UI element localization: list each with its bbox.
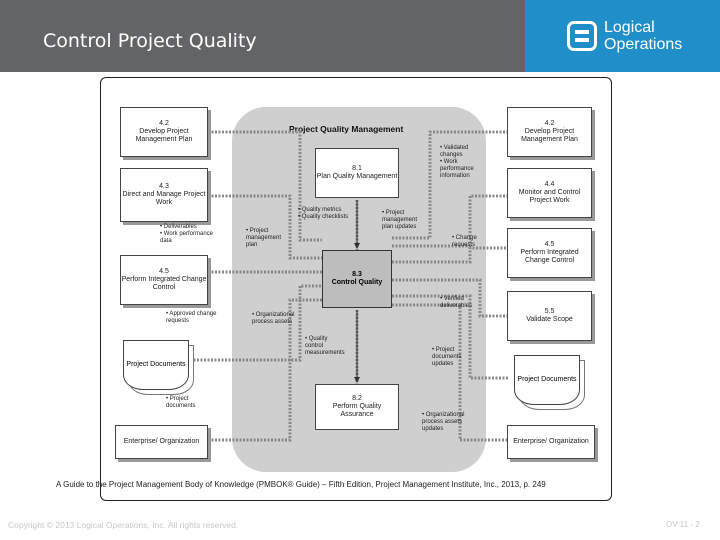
source-caption: A Guide to the Project Management Body o… xyxy=(56,480,546,489)
right-enterprise-organization: Enterprise/ Organization xyxy=(507,425,595,459)
label-deliverables: • Deliverables • Work performance data xyxy=(160,224,214,244)
right-box-develop-pm-plan: 4.2 Develop Project Management Plan xyxy=(507,107,592,157)
box-label: Perform Quality Assurance xyxy=(332,403,382,418)
box-label: Enterprise/ Organization xyxy=(123,438,200,445)
header-bar xyxy=(0,0,525,72)
plan-quality-management-box: 8.1 Plan Quality Management xyxy=(315,148,399,198)
label-verified-deliverables: • Verified deliverables xyxy=(440,296,473,309)
label-pm-plan-updates: • Project management plan updates xyxy=(382,210,418,230)
box-label: Control Quality xyxy=(331,279,383,286)
label-pm-plan: • Project management plan xyxy=(246,228,282,248)
left-box-develop-pm-plan: 4.2 Develop Project Management Plan xyxy=(120,107,208,157)
label-quality-metrics: • Quality metrics • Quality checklists xyxy=(298,207,349,220)
box-label: Develop Project Management Plan xyxy=(135,128,193,143)
logo-icon xyxy=(567,21,597,51)
copyright: Copyright © 2013 Logical Operations, Inc… xyxy=(8,520,239,530)
box-label: Develop Project Management Plan xyxy=(521,128,578,143)
label-project-documents: • Project documents xyxy=(166,396,196,409)
right-box-integrated-change-control: 4.5 Perform Integrated Change Control xyxy=(507,228,592,278)
left-enterprise-organization: Enterprise/ Organization xyxy=(115,425,208,459)
left-box-direct-manage-work: 4.3 Direct and Manage Project Work xyxy=(120,168,208,222)
logo-line2: Operations xyxy=(604,36,683,53)
box-label: Validate Scope xyxy=(526,316,573,323)
label-validated-changes: • Validated changes • Work performance i… xyxy=(440,145,474,179)
label-org-assets: • Organizational process assets xyxy=(252,312,295,325)
left-box-integrated-change-control: 4.5 Perform Integrated Change Control xyxy=(120,255,208,305)
label-org-assets-updates: • Organizational process assets updates xyxy=(422,412,465,432)
box-id: 4.4 xyxy=(544,181,555,188)
logo-line1: Logical xyxy=(604,19,655,36)
box-id: 4.2 xyxy=(159,120,169,127)
right-box-validate-scope: 5.5 Validate Scope xyxy=(507,291,592,341)
box-label: Direct and Manage Project Work xyxy=(122,191,206,206)
label-change-requests: • Change requests xyxy=(452,235,477,248)
box-id: 4.5 xyxy=(159,268,169,275)
page-number: OV 11 - 2 xyxy=(666,520,700,529)
perform-quality-assurance-box: 8.2 Perform Quality Assurance xyxy=(315,384,399,430)
right-project-documents: Project Documents xyxy=(514,355,580,405)
control-quality-box: 8.3 Control Quality xyxy=(322,250,392,308)
right-box-monitor-control-work: 4.4 Monitor and Control Project Work xyxy=(507,168,592,218)
label-qc-measurements: • Quality control measurements xyxy=(305,336,345,356)
box-label: Perform Integrated Change Control xyxy=(520,249,579,264)
slide-title: Control Project Quality xyxy=(43,30,257,52)
box-id: 8.2 xyxy=(352,395,362,402)
box-label: Monitor and Control Project Work xyxy=(518,189,581,204)
box-id: 5.5 xyxy=(544,308,555,315)
label-doc-updates: • Project documents updates xyxy=(432,347,462,367)
box-id: 8.3 xyxy=(352,270,362,278)
box-id: 8.1 xyxy=(352,165,362,172)
logo-panel xyxy=(525,0,720,72)
box-id: 4.5 xyxy=(544,241,555,248)
box-id: 4.3 xyxy=(159,183,169,190)
box-label: Plan Quality Management xyxy=(316,173,398,180)
panel-title: Project Quality Management xyxy=(289,124,404,134)
box-label: Perform Integrated Change Control xyxy=(121,276,207,291)
box-label: Enterprise/ Organization xyxy=(513,438,589,445)
logo-text: Logical Operations xyxy=(604,19,682,53)
box-id: 4.2 xyxy=(544,120,555,127)
label-approved-change: • Approved change requests xyxy=(166,311,217,324)
left-project-documents: Project Documents xyxy=(123,340,189,390)
